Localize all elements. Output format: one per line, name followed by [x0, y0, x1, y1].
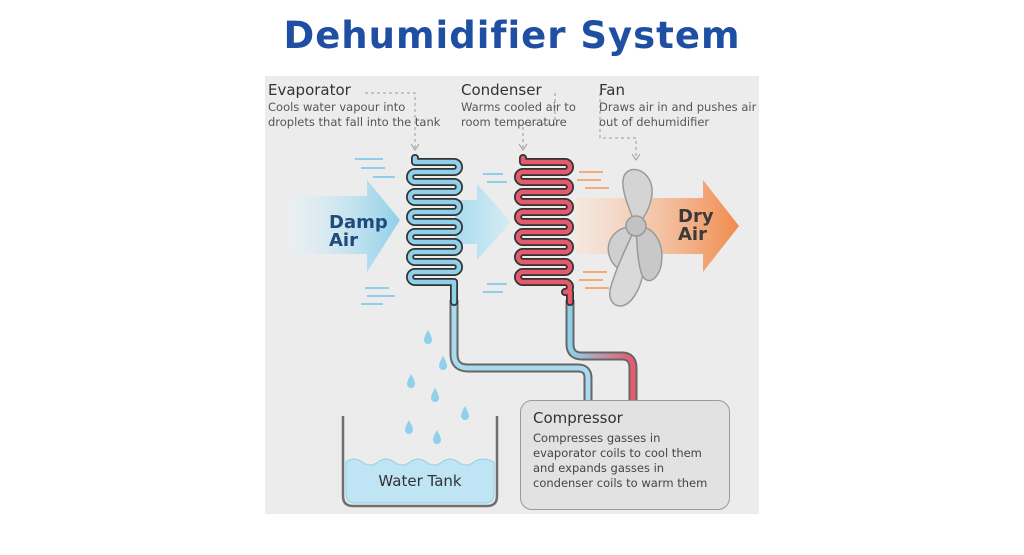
evaporator-title: Evaporator: [268, 81, 351, 99]
compressor-title: Compressor: [533, 409, 623, 427]
leader-arrowheads: [410, 143, 641, 161]
damp-air-flow-lines: [355, 158, 395, 305]
damp-air-line2: Air: [329, 230, 358, 251]
fan-title: Fan: [599, 81, 625, 99]
dry-air-line1: Dry: [678, 206, 714, 227]
water-tank-label: Water Tank: [378, 472, 462, 490]
damp-air-arrow: [290, 180, 400, 272]
condenser-description: Warms cooled air to room temperature: [461, 100, 576, 129]
warm-air-flow-lines: [577, 171, 609, 289]
fan-description: Draws air in and pushes air out of dehum…: [599, 100, 757, 129]
evaporator-coil: [406, 154, 463, 306]
compressor-box: Compressor Compresses gasses in evaporat…: [520, 400, 730, 510]
condenser-coil: [514, 154, 574, 306]
damp-air-label: Damp Air: [329, 214, 388, 250]
dry-air-label: Dry Air: [678, 208, 714, 244]
evaporator-description: Cools water vapour into droplets that fa…: [268, 100, 441, 129]
page-title: Dehumidifier System: [283, 14, 741, 57]
refrigerant-pipes: [449, 300, 638, 402]
damp-air-line1: Damp: [329, 212, 388, 233]
fan-icon: [607, 168, 663, 307]
leader-lines: [365, 92, 637, 158]
condenser-title: Condenser: [461, 81, 542, 99]
diagram-graphics: [290, 92, 739, 508]
dry-air-line2: Air: [678, 224, 707, 245]
cooled-air-arrow: [455, 184, 511, 260]
water-tank: [341, 416, 499, 508]
water-droplets: [405, 330, 469, 444]
compressor-description: Compresses gasses in evaporator coils to…: [533, 431, 708, 490]
cooled-air-flow-lines: [483, 173, 507, 293]
diagram-panel: Evaporator Cools water vapour into dropl…: [265, 76, 759, 514]
